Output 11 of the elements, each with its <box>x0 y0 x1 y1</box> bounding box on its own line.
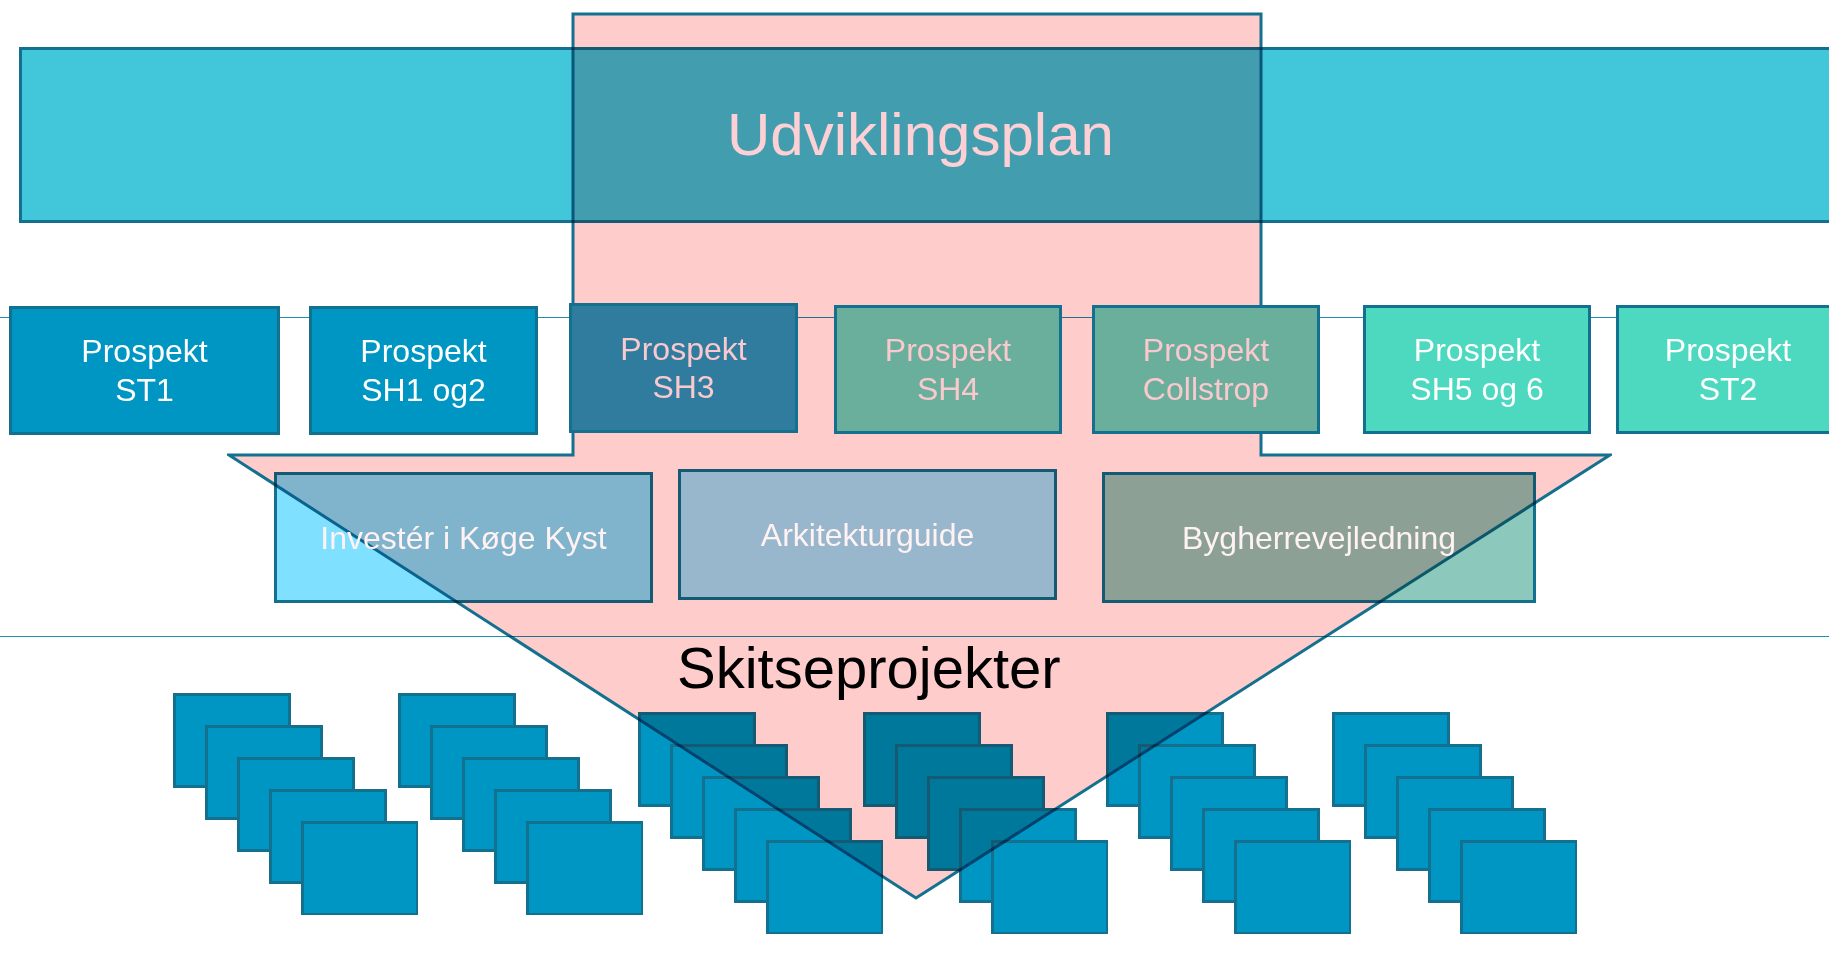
guide-label: Arkitekturguide <box>760 515 975 555</box>
square-stack-drawing <box>1332 712 1577 934</box>
plan-title: Udviklingsplan <box>727 100 1114 170</box>
prospect-box: Prospekt ST1 <box>9 306 280 435</box>
prospect-box: Prospekt SH5 og 6 <box>1363 305 1591 434</box>
prospect-box: Prospekt ST2 <box>1616 305 1829 434</box>
square-stack-drawing <box>398 693 643 915</box>
square-stack-drawing <box>173 693 418 915</box>
square-stack-drawing <box>1106 712 1351 934</box>
prospect-box: Prospekt SH1 og2 <box>309 306 538 435</box>
guide-label: Bygherrevejledning <box>1182 518 1456 558</box>
